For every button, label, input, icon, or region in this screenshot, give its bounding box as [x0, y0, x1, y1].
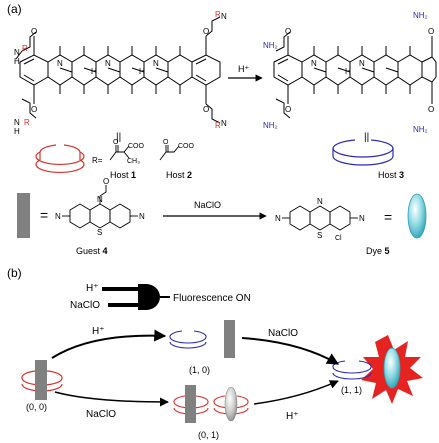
arrow-s10-to-s11 [241, 337, 340, 365]
host-1-2-structure [15, 16, 221, 124]
guest-4-n: N [139, 212, 145, 221]
atom-r: R [215, 121, 221, 130]
guest-4-n: N [97, 195, 103, 204]
r-group-1-coo: COO [128, 143, 145, 150]
guest-4-n: N [55, 212, 61, 221]
atom-n: N [57, 59, 63, 68]
state-10-complex [169, 320, 235, 358]
dye-5-n: N [317, 197, 323, 206]
host-3-atom-labels: O O NH₂ NH₂ NH₂ NH₂ O O N N H [263, 11, 434, 134]
arrow-s01-to-s11-label: H⁺ [286, 411, 299, 422]
atom-nh2: NH₂ [263, 121, 278, 130]
atom-n: N [359, 59, 365, 68]
state-11-complex [332, 335, 423, 404]
atom-h: H [14, 127, 20, 136]
atom-n: N [14, 118, 20, 127]
r-group-2-structure [159, 145, 180, 161]
atom-nh2: NH₂ [413, 125, 428, 134]
host-3-structure [273, 31, 437, 119]
arrow-s00-to-s01-label: NaClO [86, 409, 116, 420]
arrow-s10-to-s11-label: NaClO [268, 328, 298, 339]
host-3-caption: Host 3 [378, 170, 404, 180]
atom-n: N [311, 59, 317, 68]
r-group-1-o: O [113, 139, 119, 146]
r-group-2-o: O [163, 139, 169, 146]
arrow-s00-to-s10-label: H⁺ [92, 326, 105, 337]
guest-4-caption: Guest 4 [76, 246, 108, 256]
arrow-s00-to-s10 [51, 329, 167, 359]
state-01-label: (0, 1) [198, 430, 219, 440]
arrow-s00-to-s01 [54, 391, 169, 407]
atom-r: R [22, 44, 28, 53]
guest-bar-icon [17, 193, 30, 238]
host-1-2-atom-labels: O O N H R N H R R N R N O O N N N H H [14, 10, 227, 136]
guest-4-s: S [97, 228, 102, 237]
atom-o: O [203, 105, 209, 114]
guest-4-o: O [103, 177, 109, 186]
logic-output-label: Fluorescence ON [173, 293, 251, 304]
dye-capsule-icon [407, 193, 427, 239]
atom-n: N [153, 59, 159, 68]
logic-input-acid: H⁺ [86, 283, 99, 294]
atom-r: R [24, 118, 30, 127]
parallel-sign-left: || [116, 132, 121, 143]
r-group-2-coo: COO [178, 143, 195, 150]
host-1-caption: Host 1 [110, 170, 136, 180]
atom-o: O [428, 27, 434, 36]
dye-5-cl: Cl [335, 235, 342, 242]
state-11-label: (1, 1) [341, 385, 362, 395]
atom-o: O [285, 27, 291, 36]
host-ring-red-icon [35, 144, 85, 174]
panel-b-label: (b) [7, 266, 22, 280]
atom-h: H [345, 67, 351, 76]
atom-n: N [221, 119, 227, 128]
host-2-caption: Host 2 [166, 170, 192, 180]
reaction-reagent-naclo: NaClO [194, 200, 221, 210]
guest-4-structure [62, 185, 138, 229]
atom-n: N [14, 48, 20, 57]
atom-r: R [215, 10, 221, 19]
state-00-label: (0, 0) [26, 402, 47, 412]
state-01-complex [173, 385, 249, 423]
atom-o: O [203, 27, 209, 36]
atom-o: O [428, 105, 434, 114]
r-group-label: R= [92, 156, 103, 165]
atom-h: H [91, 67, 97, 76]
atom-nh2: NH₂ [413, 11, 428, 20]
atom-nh2: NH₂ [263, 41, 278, 50]
atom-h: H [14, 57, 20, 66]
atom-o: O [285, 105, 291, 114]
dye-5-s: S [317, 231, 322, 240]
state-10-label: (1, 0) [189, 365, 210, 375]
dye-5-n: N [359, 214, 365, 223]
dye-5-n: N [275, 214, 281, 223]
dye-equals-sign: = [384, 209, 392, 225]
r-group-1-structure [109, 145, 130, 161]
guest-equals-sign: = [40, 207, 48, 223]
atom-o: O [31, 27, 37, 36]
arrow-s01-to-s11 [253, 380, 339, 405]
state-00-complex [21, 360, 63, 400]
atom-h: H [139, 67, 145, 76]
dye-5-caption: Dye 5 [366, 246, 390, 256]
atom-n: N [105, 59, 111, 68]
r-group-1-ch3: CH₃ [127, 158, 140, 165]
dye-5-structure [282, 205, 358, 231]
panel-a-label: (a) [7, 2, 22, 16]
and-gate-icon [102, 284, 170, 310]
atom-n: N [221, 12, 227, 21]
host-ring-blue-icon [332, 139, 394, 166]
parallel-sign-right: || [364, 132, 369, 143]
atom-o: O [31, 105, 37, 114]
reaction-reagent-acid: H⁺ [238, 64, 249, 74]
logic-input-naclo: NaClO [70, 300, 100, 311]
